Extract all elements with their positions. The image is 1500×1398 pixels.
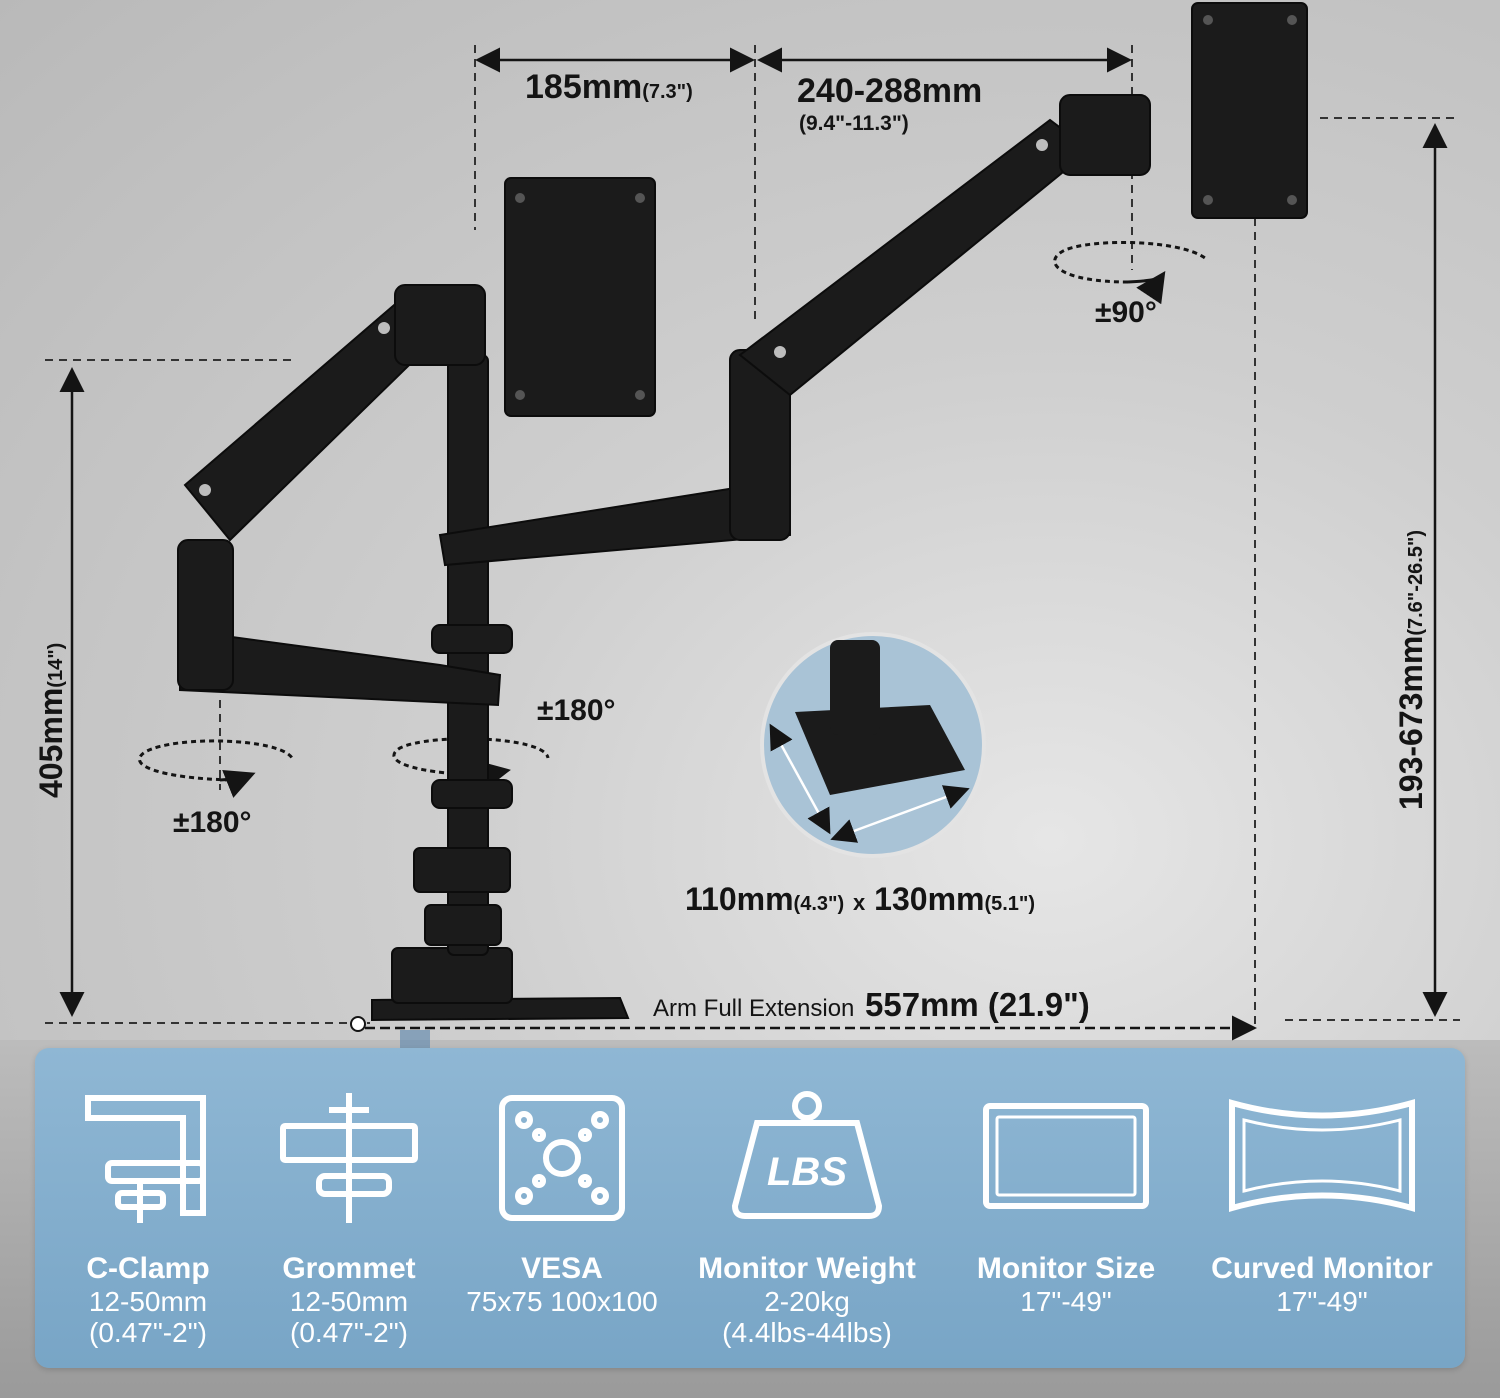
spec-monitor-weight: LBS Monitor Weight 2-20kg (4.4lbs-44lbs) [692, 1088, 922, 1348]
extension-value: 557mm (21.9") [865, 986, 1090, 1023]
base-size-label: 110mm(4.3") x 130mm(5.1") [685, 881, 1036, 917]
swivel-left-label: ±180° [173, 806, 252, 839]
svg-text:LBS: LBS [767, 1150, 847, 1194]
arm-spacing-label: 185mm(7.3") [525, 68, 693, 106]
dimension-arrows [59, 47, 1448, 1041]
monitor-arm [177, 2, 1308, 1070]
base-inset [760, 632, 986, 858]
spec-vesa: VESA 75x75 100x100 [447, 1088, 677, 1317]
specs-panel: C-Clamp 12-50mm (0.47"-2") Grommet 12-50… [35, 1048, 1465, 1368]
curved-monitor-icon [1229, 1099, 1415, 1212]
vesa-holes [515, 15, 1297, 400]
grommet-icon [280, 1093, 418, 1223]
spec-grommet: Grommet 12-50mm (0.47"-2") [234, 1088, 464, 1348]
vesa-icon [499, 1095, 625, 1221]
dimension-guides [45, 45, 1460, 1030]
arm-reach-label: 240-288mm [797, 72, 983, 110]
weight-icon: LBS [731, 1091, 883, 1219]
arm-reach-sub-label: (9.4"-11.3") [799, 112, 909, 135]
extension-label: Arm Full Extension [653, 995, 855, 1022]
monitor-icon [983, 1103, 1149, 1209]
spec-curved-monitor: Curved Monitor 17"-49" [1207, 1088, 1437, 1317]
spec-c-clamp: C-Clamp 12-50mm (0.47"-2") [33, 1088, 263, 1348]
swivel-center-label: ±180° [537, 694, 616, 727]
spec-monitor-size: Monitor Size 17"-49" [951, 1088, 1181, 1317]
c-clamp-icon [85, 1095, 206, 1223]
